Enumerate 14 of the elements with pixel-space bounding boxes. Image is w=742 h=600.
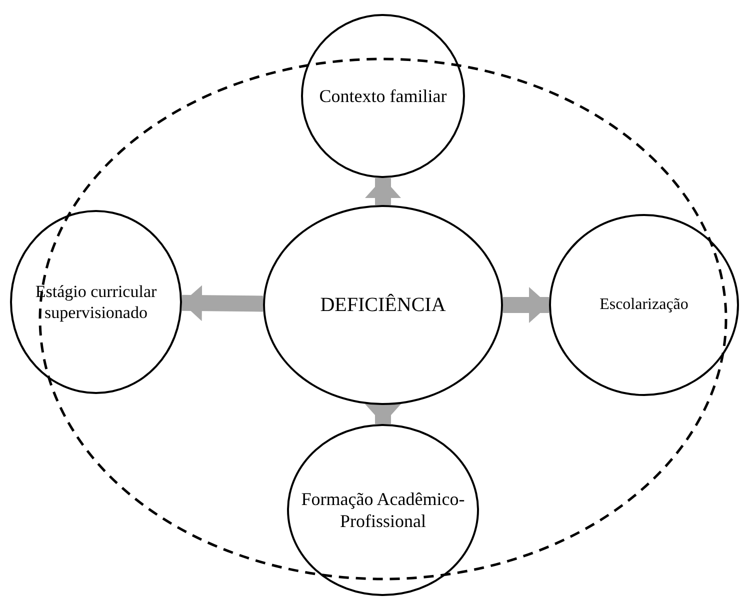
ellipse-node: [10, 210, 182, 394]
block-arrow: [503, 287, 549, 323]
node-label: Estágio curricular supervisionado: [34, 280, 158, 324]
ellipse-node: [287, 424, 479, 596]
block-arrow: [365, 404, 401, 424]
node-label: Escolarização: [600, 295, 688, 315]
ellipse-node: [549, 214, 739, 396]
node-label: Formação Acadêmico-Profissional: [301, 488, 465, 532]
block-arrow: [365, 178, 401, 205]
node-label: Contexto familiar: [319, 84, 447, 108]
ellipse-node: [301, 14, 465, 178]
ellipse-node: [263, 205, 503, 405]
node-label: DEFICIÊNCIA: [320, 292, 446, 318]
block-arrow: [182, 285, 264, 322]
